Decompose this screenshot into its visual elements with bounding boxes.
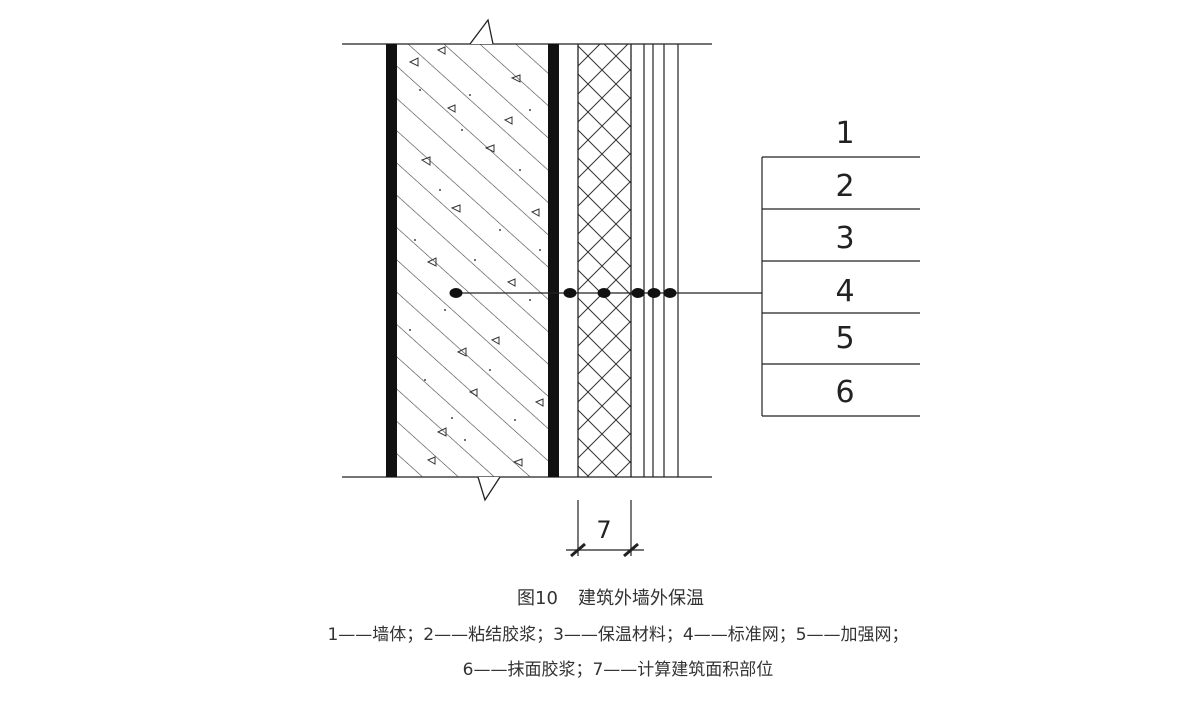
leader-dot-1: [449, 288, 463, 298]
callout-label-5: 5: [835, 321, 854, 356]
wall-body: [386, 18, 559, 502]
bonding-mortar-layer: [548, 44, 559, 477]
legend-line-2: 6——抹面胶浆；7——计算建筑面积部位: [463, 660, 774, 680]
leader-dot-2: [563, 288, 577, 298]
legend-line-1: 1——墙体；2——粘结胶浆；3——保温材料；4——标准网；5——加强网；: [327, 625, 908, 645]
callout-label-1: 1: [835, 116, 854, 151]
aggregate-marks: [408, 46, 544, 467]
callout-label-4: 4: [835, 274, 854, 309]
leader-dot-3: [597, 288, 611, 298]
finish-layers: [643, 44, 679, 477]
leader-line: [449, 288, 762, 298]
callout-label-6: 6: [835, 375, 854, 410]
sand-dots: [409, 89, 541, 441]
callout-table: 1 2 3 4 5 6: [761, 116, 920, 417]
dimension-label: 7: [596, 516, 611, 544]
callout-label-3: 3: [835, 221, 854, 256]
figure-number: 图10: [517, 588, 558, 609]
wall-inner-face: [386, 44, 397, 477]
leader-dot-5: [647, 288, 661, 298]
callout-label-2: 2: [835, 169, 854, 204]
figure-title: 建筑外墙外保温: [578, 588, 704, 609]
legend: 1——墙体；2——粘结胶浆；3——保温材料；4——标准网；5——加强网； 6——…: [327, 625, 908, 680]
leader-dot-4: [631, 288, 645, 298]
bottom-break-mark: [477, 476, 501, 502]
figure-caption: 图10 建筑外墙外保温: [517, 588, 704, 609]
insulation-layer: [577, 44, 632, 477]
leader-dot-6: [663, 288, 677, 298]
dimension-mark: 7: [566, 500, 644, 558]
